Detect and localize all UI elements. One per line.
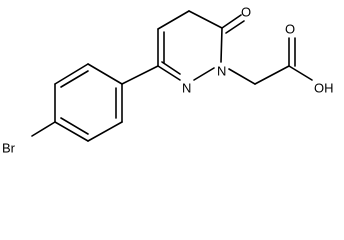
bond-benz-2-inner (60, 70, 89, 88)
bond-benz-2 (54, 63, 89, 85)
atom-o-acid: O (285, 22, 295, 37)
bond-keto-1 (221, 14, 242, 29)
bond-ring-d (220, 27, 223, 63)
atom-n-2: N (182, 81, 191, 96)
bond-benz-4 (54, 121, 89, 142)
bond-ring-b (157, 10, 190, 30)
atom-oh-acid: OH (314, 81, 334, 96)
bond-benz-5 (87, 121, 123, 142)
bond-benz-1 (87, 63, 123, 85)
atom-n-1: N (217, 64, 226, 79)
bond-benz-4-inner (60, 117, 89, 135)
atom-br: Br (2, 141, 16, 156)
molecule-svg: O N N O OH Br (2, 5, 334, 156)
bond-c-br (31, 121, 56, 137)
bond-ring-e (193, 67, 215, 81)
structure-diagram: O N N O OH Br (2, 5, 334, 156)
atom-o-keto: O (241, 5, 251, 20)
bond-n-ch2 (228, 68, 256, 85)
bond-keto-2 (225, 20, 245, 34)
bond-ring-f (157, 65, 181, 81)
bond-ch2-c (254, 65, 290, 85)
bond-acid-c-oh (288, 65, 313, 81)
bond-ring-c (188, 10, 223, 29)
bond-aryl-link (121, 65, 159, 85)
bond-ring-f-inner (161, 61, 181, 75)
